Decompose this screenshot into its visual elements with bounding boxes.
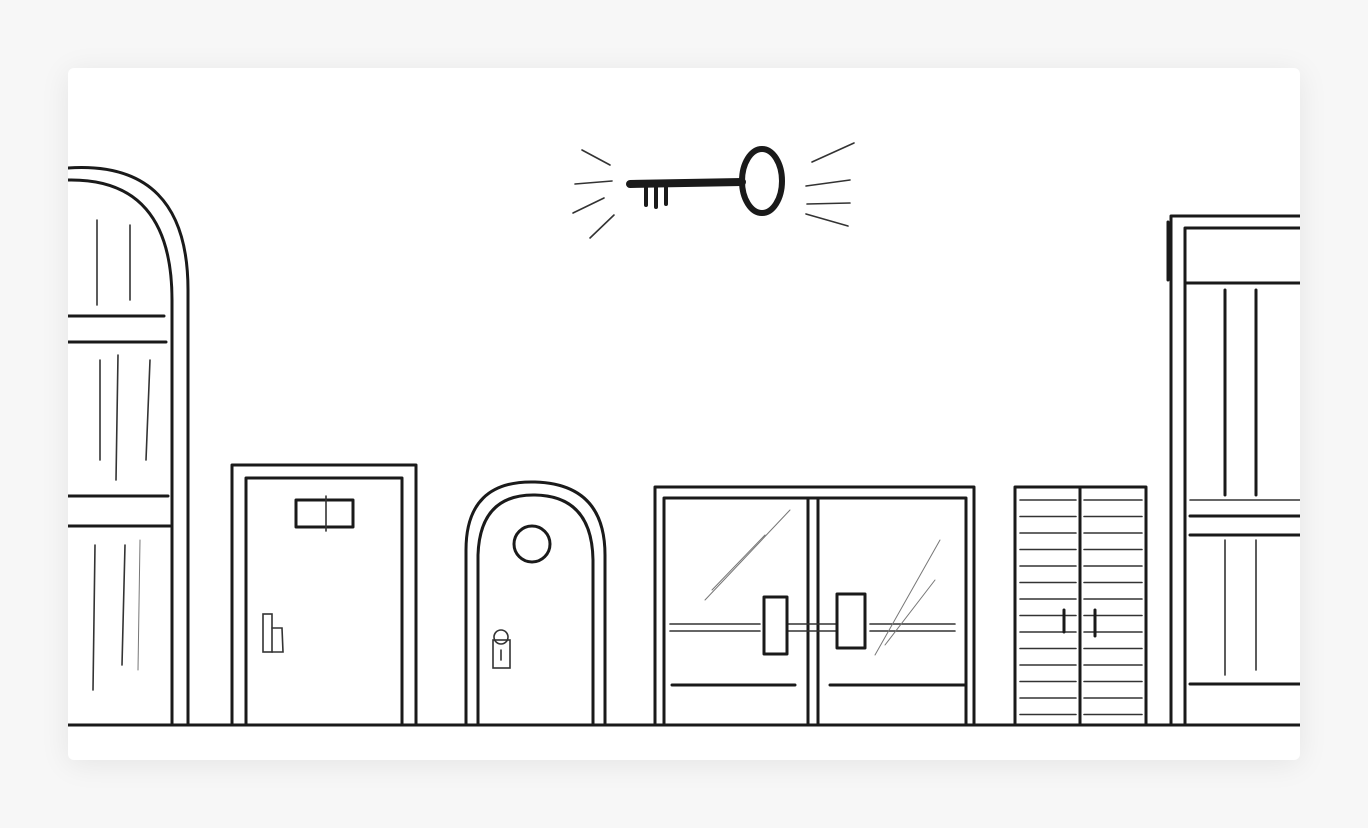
- glowing-key-icon: [572, 142, 855, 239]
- right-door-handle[interactable]: [835, 592, 867, 650]
- door-handle[interactable]: [262, 613, 273, 653]
- arched-wooden-door[interactable]: [68, 166, 190, 727]
- office-door[interactable]: [230, 463, 418, 727]
- illustration-card: [68, 68, 1300, 760]
- door-window: [294, 498, 355, 529]
- doors-and-key-illustration: [68, 142, 1300, 727]
- tall-panel-door[interactable]: [1166, 214, 1300, 727]
- round-window: [512, 524, 552, 564]
- glass-double-door[interactable]: [653, 485, 976, 727]
- keyhole-plate[interactable]: [492, 639, 511, 669]
- arched-door[interactable]: [464, 480, 607, 727]
- slatted-door[interactable]: [1013, 485, 1148, 727]
- left-door-handle[interactable]: [762, 595, 789, 656]
